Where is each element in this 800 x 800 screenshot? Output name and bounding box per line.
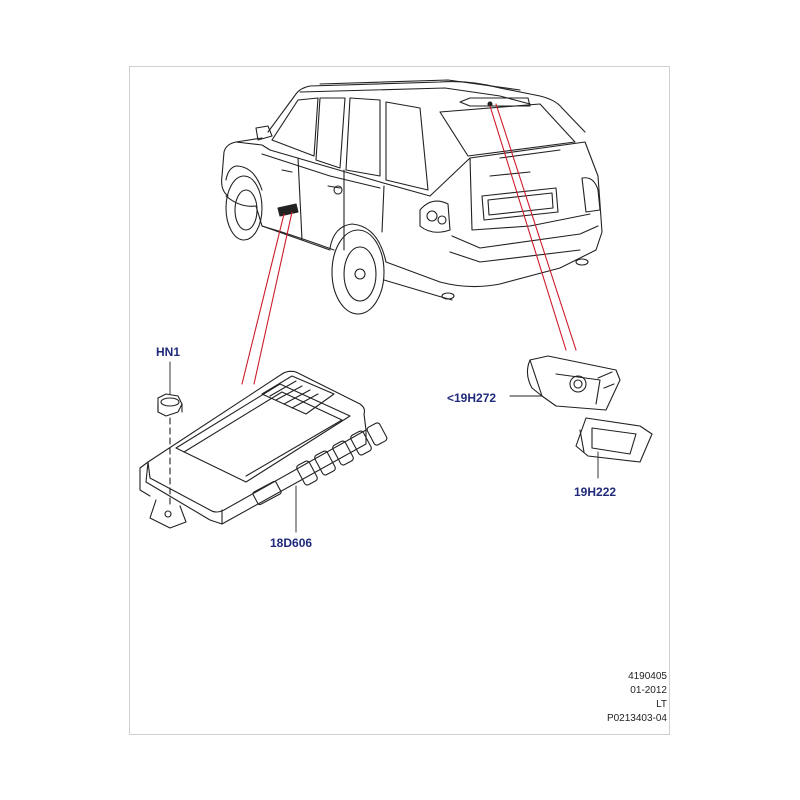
callout-19h222: 19H222 <box>574 485 617 499</box>
diagram-date: 01-2012 <box>630 685 667 696</box>
callout-hn1: HN1 <box>156 345 181 359</box>
diagram-frame <box>129 66 670 735</box>
diagram-id: 4190405 <box>628 671 667 682</box>
camera-assembly-illustration <box>526 355 621 411</box>
callout-19h272: <19H272 <box>447 391 497 405</box>
diagram-ref: P0213403-04 <box>606 713 667 724</box>
diagram-code: LT <box>656 699 667 710</box>
camera-bezel-illustration <box>575 417 653 463</box>
control-module-illustration <box>139 370 388 529</box>
vehicle-illustration <box>221 79 603 315</box>
callout-18d606: 18D606 <box>270 536 313 550</box>
module-connectors <box>252 422 388 506</box>
nut-illustration <box>157 393 183 417</box>
callout-leaders <box>169 361 599 533</box>
location-lines <box>241 103 577 385</box>
